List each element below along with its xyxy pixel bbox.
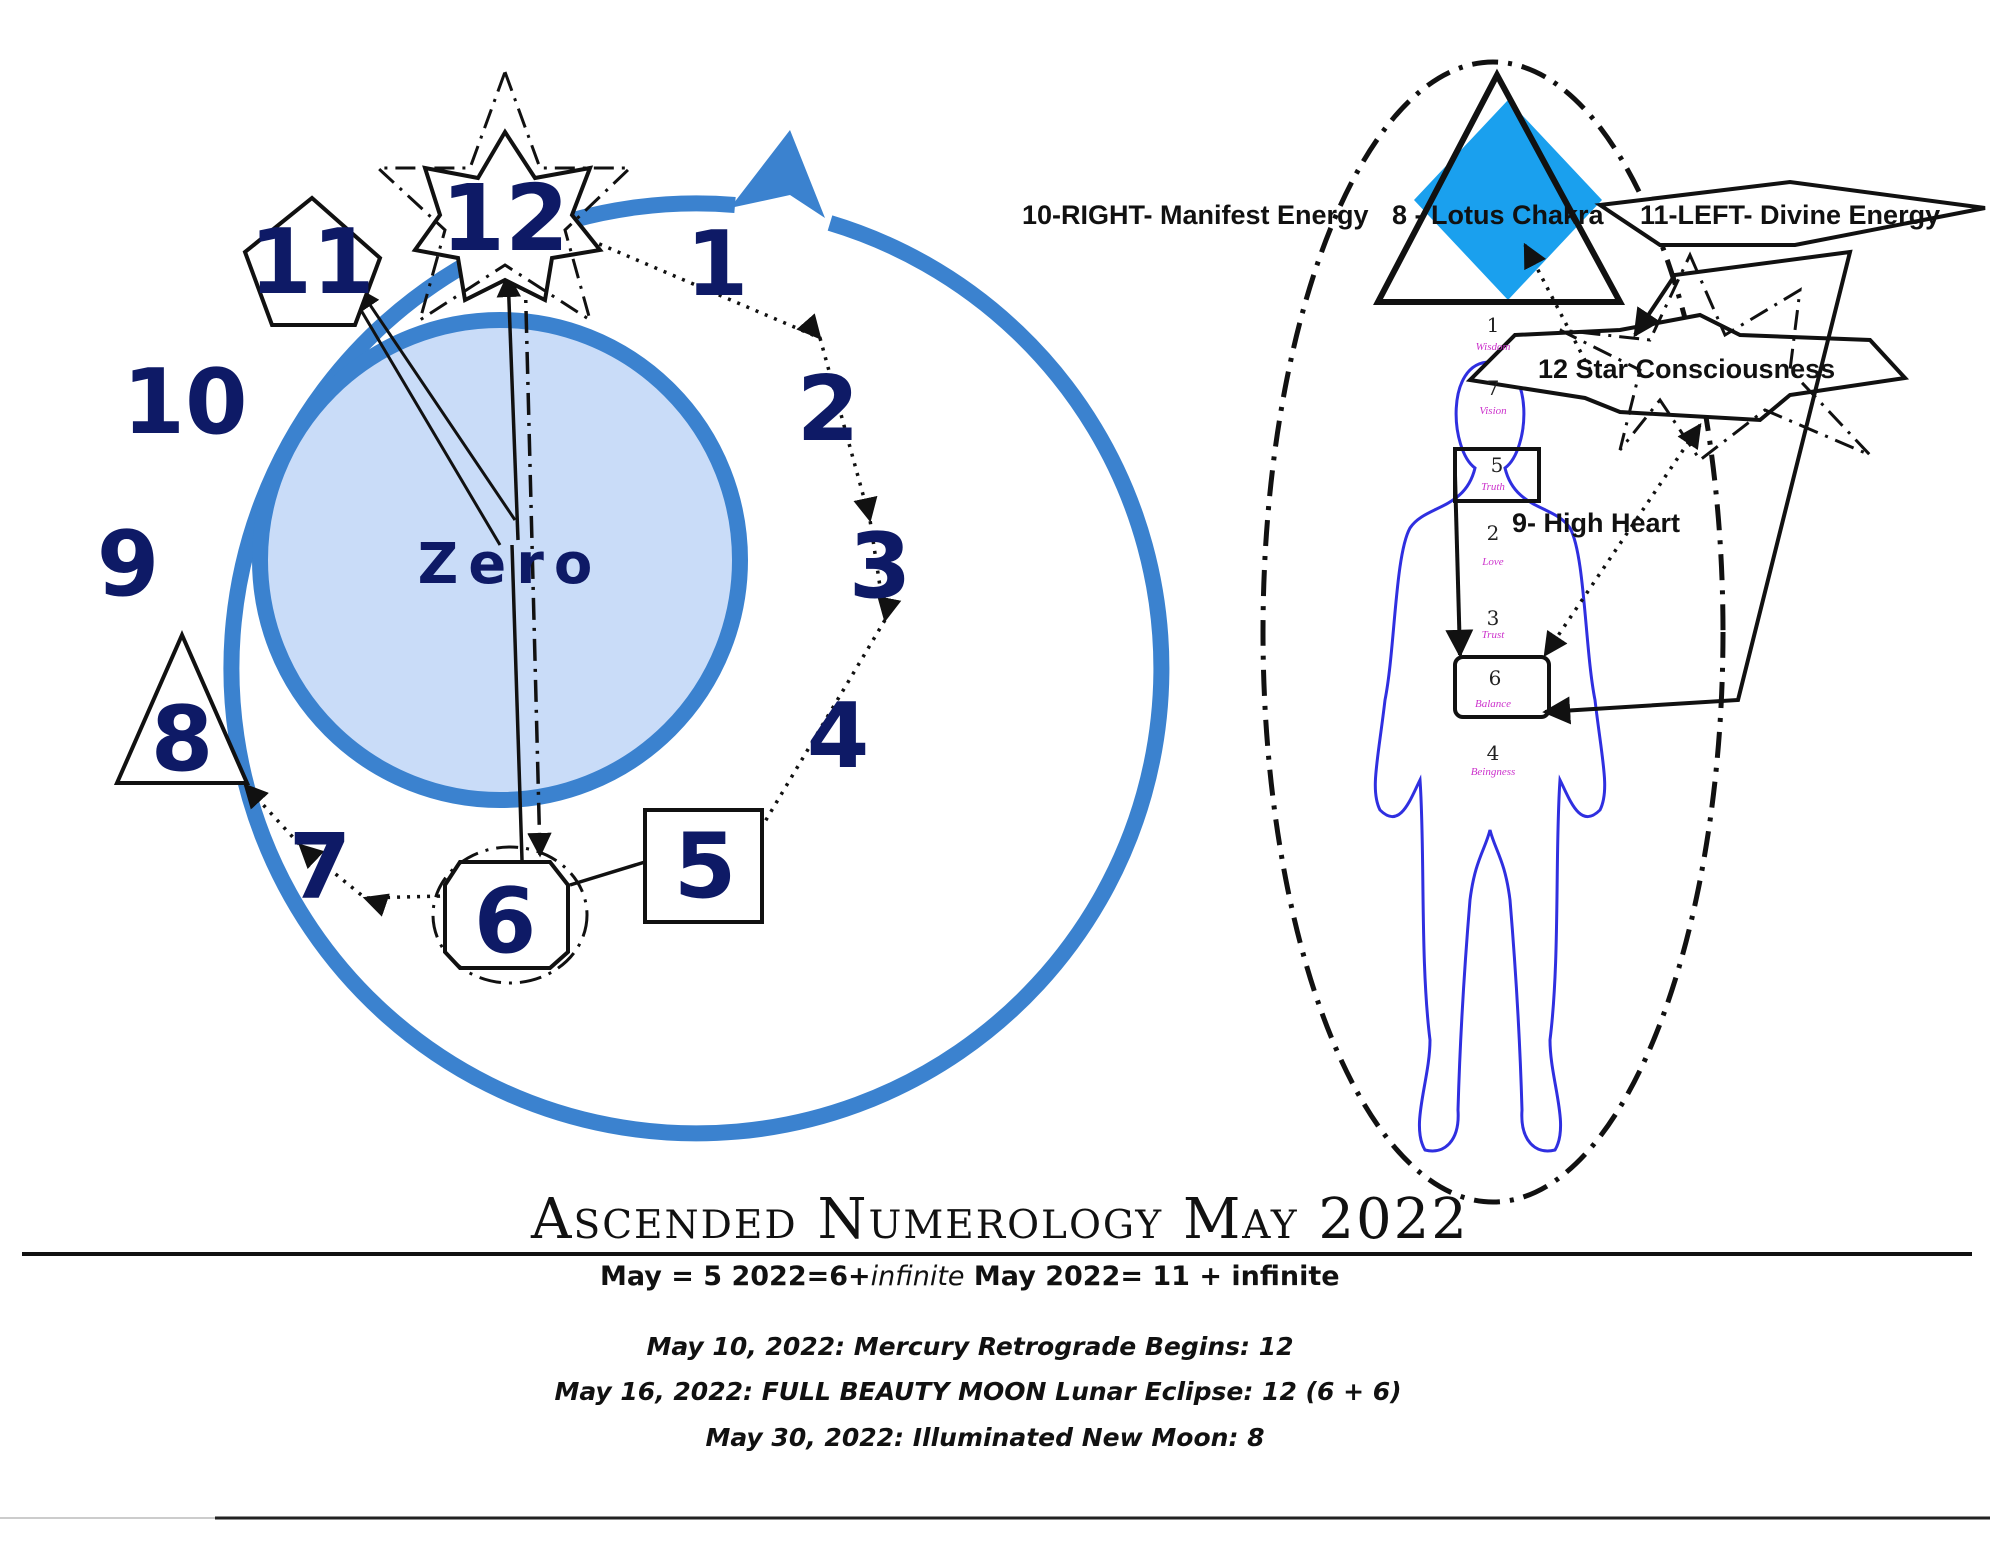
- body-energy-diagram: 1 Wisdom 7 Vision 5 Truth 2 Love 3 Trust…: [1022, 59, 1986, 1205]
- numerology-summary: May = 5 2022=6+infinite May 2022= 11 + i…: [600, 1261, 1340, 1292]
- clock-number-12: 12: [441, 165, 569, 272]
- event-line: May 10, 2022: Mercury Retrograde Begins:…: [646, 1332, 1293, 1361]
- line-zero-to-11-a: [358, 288, 517, 521]
- star-dashed-icon: [374, 67, 634, 324]
- arrow-5-to-6: [1445, 474, 1474, 658]
- chakra-number: 2: [1487, 521, 1500, 545]
- divine-energy-shape: [1594, 179, 1986, 247]
- line-5-to-6: [569, 860, 646, 887]
- chakra-word: Love: [1481, 556, 1504, 568]
- octagon-icon: [443, 860, 570, 970]
- clock-number-6: 6: [474, 869, 537, 974]
- label-right-manifest: 10-RIGHT- Manifest Energy: [1022, 200, 1369, 230]
- clock-number-9: 9: [97, 512, 160, 617]
- clockwise-arrow-icon: [730, 130, 825, 218]
- clock-number-8: 8: [151, 687, 214, 792]
- dashed-circle-icon: [431, 845, 589, 985]
- clock-number-1: 1: [686, 212, 749, 317]
- star-icon: [411, 128, 604, 303]
- inner-circle: [252, 312, 748, 808]
- clock-number-3: 3: [849, 514, 912, 619]
- event-line: May 16, 2022: FULL BEAUTY MOON Lunar Ecl…: [554, 1377, 1401, 1406]
- summary-part2: May 2022= 11 + infinite: [965, 1261, 1340, 1292]
- line-6-to-zero: [510, 544, 524, 861]
- label-lotus-chakra: 8 - Lotus Chakra: [1392, 200, 1605, 230]
- label-star-consciousness: 12 Star Consciousness: [1538, 354, 1835, 384]
- chakra-number: 4: [1487, 741, 1500, 765]
- zero-label: Zero: [418, 532, 603, 597]
- clock-number-11: 11: [249, 210, 374, 315]
- chakra-number: 7: [1487, 376, 1500, 400]
- chakra-word: Truth: [1481, 481, 1505, 493]
- page-title: Ascended Numerology May 2022: [530, 1187, 1469, 1252]
- dotted-path-12-to-5: [589, 238, 902, 831]
- chakra-number: 6: [1489, 666, 1502, 690]
- clock-number-5: 5: [674, 814, 737, 919]
- human-body-outline: [1373, 360, 1607, 1153]
- chakra-word: Trust: [1482, 629, 1506, 641]
- pentagon-icon: [242, 195, 383, 327]
- label-left-divine: 11-LEFT- Divine Energy: [1640, 200, 1940, 230]
- clock-number-10: 10: [122, 350, 247, 455]
- triangle-icon: [113, 630, 251, 785]
- chakra-number: 1: [1487, 313, 1500, 337]
- arrow-6-to-left: [1542, 249, 1853, 725]
- numerology-clock: 12 1 2 3 4 5 6 7 8 9 10 11 Zero: [97, 67, 1170, 1142]
- dashdot-12-to-6: [523, 269, 552, 858]
- summary-infinite: infinite: [871, 1261, 965, 1292]
- square-icon: [643, 808, 764, 924]
- dotted-arrow-star-to-lotus: [1523, 242, 1592, 371]
- chakra-number: 3: [1487, 606, 1500, 630]
- chakra-word: Vision: [1479, 405, 1507, 417]
- label-high-heart: 9- High Heart: [1512, 508, 1680, 538]
- lotus-triangle-icon: [1373, 68, 1626, 305]
- chakra-word: Balance: [1475, 698, 1511, 710]
- footer: Ascended Numerology May 2022 May = 5 202…: [0, 1187, 1990, 1520]
- dotted-arrow-star-to-6: [1543, 422, 1702, 658]
- aura-ellipse: [1260, 59, 1726, 1205]
- summary-part1: May = 5 2022=6+: [600, 1261, 871, 1292]
- event-line: May 30, 2022: Illuminated New Moon: 8: [705, 1423, 1264, 1452]
- clock-number-7: 7: [289, 815, 352, 920]
- line-zero-to-12: [496, 272, 522, 541]
- chakra-word: Beingness: [1471, 766, 1516, 778]
- line-zero-to-11-b: [353, 299, 502, 546]
- clock-number-4: 4: [807, 684, 870, 789]
- chakra-number: 5: [1491, 453, 1504, 477]
- clock-number-2: 2: [797, 357, 860, 462]
- chakra-word: Wisdom: [1476, 341, 1511, 353]
